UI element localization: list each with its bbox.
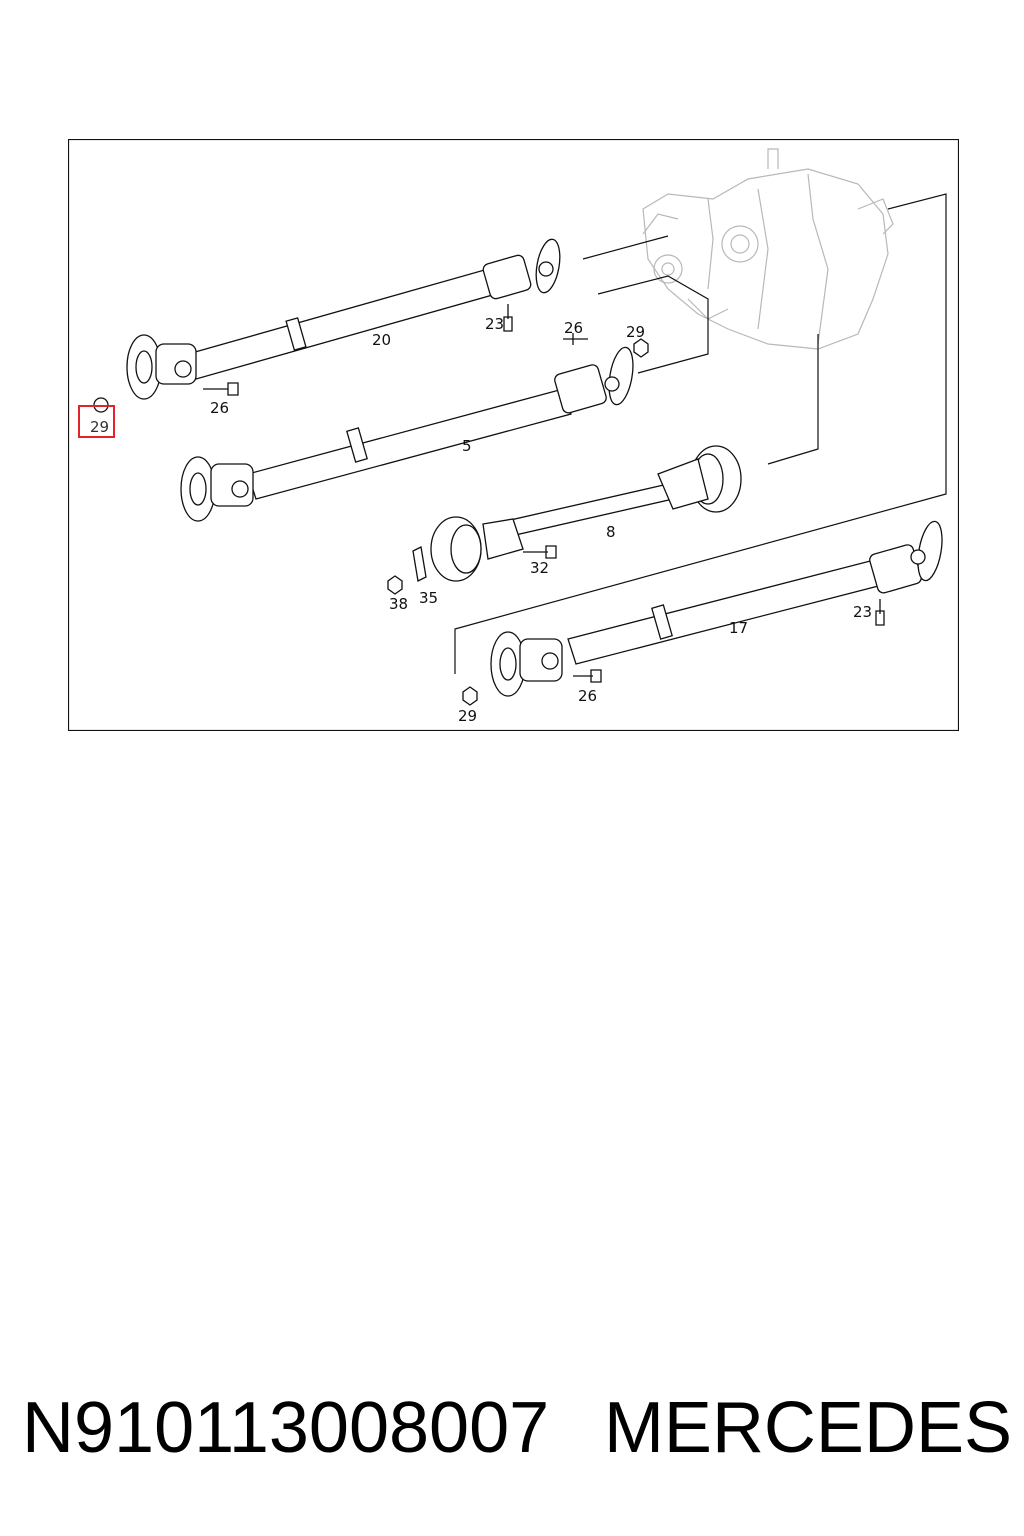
drive-shaft-17 (462, 520, 943, 706)
brand-name: MERCEDES (603, 1388, 1012, 1468)
callout-20: 20 (372, 331, 391, 349)
callout-38: 38 (389, 595, 408, 613)
callout-26-bottom: 26 (578, 687, 597, 705)
part-number: N910113008007 (22, 1388, 550, 1468)
callout-23-bottom: 23 (853, 603, 872, 621)
callout-26-mid: 26 (564, 319, 583, 337)
transfer-case-drawing (642, 148, 894, 350)
highlight-box (78, 405, 115, 438)
callout-29-bottom: 29 (458, 707, 477, 725)
callout-17: 17 (729, 619, 748, 637)
callout-5: 5 (462, 437, 472, 455)
diagram-canvas: 20 23 26 26 29 5 8 32 38 35 17 23 26 29 … (68, 139, 959, 731)
callout-labels: 20 23 26 26 29 5 8 32 38 35 17 23 26 29 … (78, 315, 872, 725)
drive-shaft-8 (387, 445, 742, 595)
callout-8: 8 (606, 523, 616, 541)
callout-23-top: 23 (485, 315, 504, 333)
callout-29-highlighted: 29 (90, 418, 109, 436)
part-caption: N910113008007 MERCEDES (22, 1378, 1012, 1478)
drive-shaft-20 (93, 238, 561, 413)
callout-35: 35 (419, 589, 438, 607)
callout-32: 32 (530, 559, 549, 577)
routing-lines (454, 193, 947, 674)
parts-diagram: 20 23 26 26 29 5 8 32 38 35 17 23 26 29 … (68, 139, 959, 731)
drive-shaft-5 (180, 333, 649, 522)
callout-26-left: 26 (210, 399, 229, 417)
callout-29-mid: 29 (626, 323, 645, 341)
